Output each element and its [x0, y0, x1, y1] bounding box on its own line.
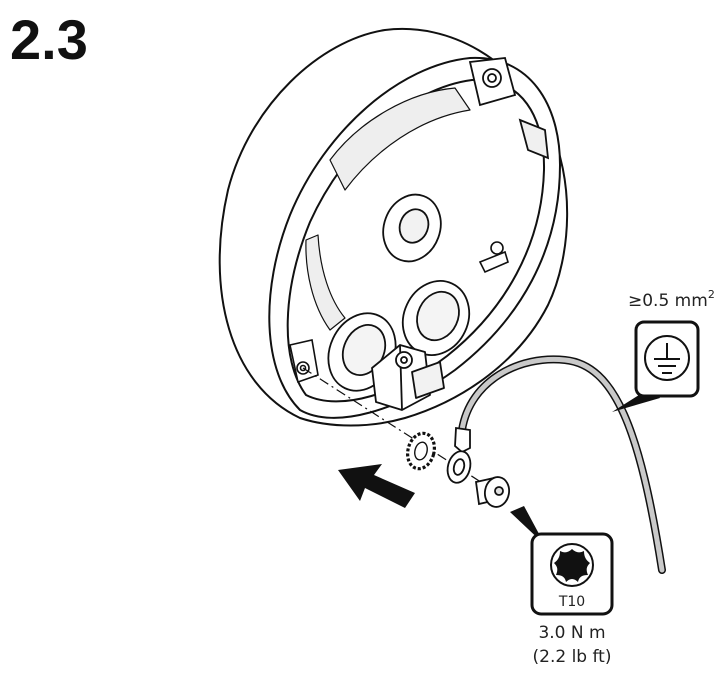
torx-screw	[474, 476, 511, 508]
side-clip	[478, 241, 509, 274]
torque-callout: T10 3.0 N m (2.2 lb ft)	[510, 506, 614, 667]
wire-size-label: ≥0.5 mm2	[628, 288, 715, 311]
torque-imperial-label: (2.2 lb ft)	[533, 647, 612, 667]
torque-metric-label: 3.0 N m	[538, 623, 605, 643]
ground-terminal-bracket	[371, 344, 445, 411]
lock-washer	[406, 431, 436, 471]
step-number: 2.3	[10, 8, 88, 71]
torx-bit-label: T10	[558, 594, 585, 610]
protective-earth-ground-icon	[644, 335, 690, 381]
mounting-boss-top	[468, 57, 550, 160]
wire-size-callout: ≥0.5 mm2	[612, 288, 715, 412]
mounting-hole-bottom	[289, 339, 319, 384]
assembly-guide-line	[302, 367, 499, 494]
housing-cavity-shade	[329, 87, 471, 191]
ground-wire	[458, 355, 666, 574]
insertion-arrow	[338, 464, 415, 508]
ring-terminal	[446, 426, 472, 484]
torx-bit-icon	[550, 543, 594, 587]
housing-inner-rim	[286, 78, 546, 403]
center-cable-entry	[382, 193, 442, 263]
